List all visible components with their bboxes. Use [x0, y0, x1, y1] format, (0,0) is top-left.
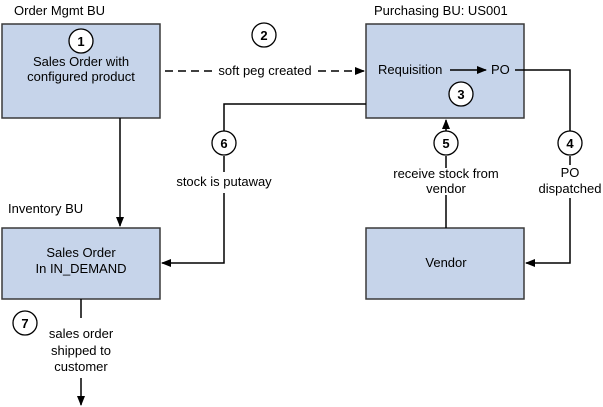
receive-stock-line1: receive stock from [393, 166, 498, 181]
requisition-label: Requisition [378, 62, 442, 77]
step-3-number: 3 [457, 87, 464, 102]
inventory-bu-label: Inventory BU [8, 201, 83, 216]
po-dispatched-line2: dispatched [539, 181, 602, 196]
step-7-number: 7 [21, 316, 28, 331]
receive-stock-line2: vendor [426, 181, 466, 196]
sales-order-demand-line2: In IN_DEMAND [35, 261, 126, 276]
po-dispatched-line1: PO [561, 165, 580, 180]
sales-order-demand-line1: Sales Order [46, 245, 116, 260]
po-dispatch-line-top [515, 69, 571, 131]
shipped-line3: customer [54, 359, 108, 374]
sales-order-configured-line2: configured product [27, 69, 135, 84]
step-5-number: 5 [442, 136, 449, 151]
soft-peg-label: soft peg created [218, 63, 311, 78]
step-4-marker: 4 [557, 130, 583, 156]
step-6-marker: 6 [211, 130, 237, 156]
po-dispatch-arrow [525, 198, 571, 267]
vendor-box [365, 227, 525, 300]
step-2-number: 2 [260, 28, 267, 43]
putaway-line-top [223, 103, 366, 131]
sales-order-configured-line1: Sales Order with [33, 54, 129, 69]
step-7-marker: 7 [12, 310, 38, 336]
purchasing-box [365, 23, 525, 119]
shipped-line2: shipped to [51, 343, 111, 358]
order-mgmt-bu-label: Order Mgmt BU [14, 3, 105, 18]
vendor-label: Vendor [425, 255, 467, 270]
step-6-number: 6 [220, 136, 227, 151]
step-4-number: 4 [566, 136, 574, 151]
sales-order-demand-box [1, 227, 161, 300]
putaway-arrow [161, 193, 225, 267]
step-2-marker: 2 [251, 22, 277, 48]
shipped-line1: sales order [49, 326, 114, 341]
step-1-marker: 1 [68, 28, 94, 54]
po-label: PO [491, 62, 510, 77]
step-1-number: 1 [77, 34, 84, 49]
purchasing-bu-label: Purchasing BU: US001 [374, 3, 508, 18]
step-3-marker: 3 [448, 81, 474, 107]
step-5-marker: 5 [433, 130, 459, 156]
stock-putaway-label: stock is putaway [176, 174, 272, 189]
